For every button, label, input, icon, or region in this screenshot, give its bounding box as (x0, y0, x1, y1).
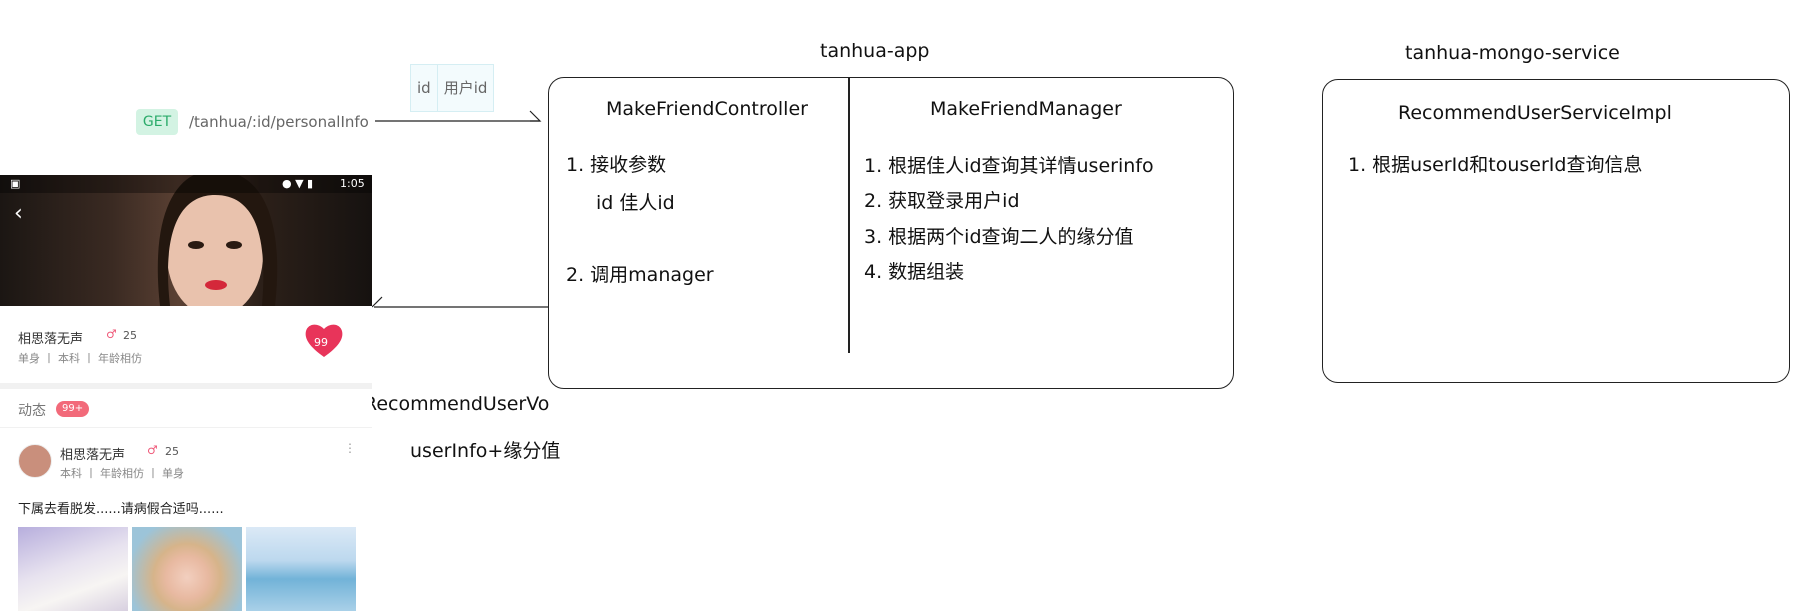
manager-step-1: 1. 根据佳人id查询其详情userinfo (864, 155, 1154, 177)
controller-step-1: 1. 接收参数 (566, 154, 667, 176)
profile-name: 相思落无声 (18, 332, 84, 347)
post-text: 下属去看脱发......请病假合适吗...... (18, 502, 224, 517)
notification-icon: ▣ (10, 177, 21, 190)
status-icons: ● ▼ ▮ (282, 177, 314, 190)
controller-title: MakeFriendController (606, 98, 808, 120)
post-image-2[interactable] (132, 527, 242, 611)
section-divider (0, 383, 372, 389)
app-box (548, 77, 1234, 389)
endpoint-path: /tanhua/:id/personalInfo (189, 113, 369, 131)
app-title: tanhua-app (820, 40, 930, 62)
manager-title: MakeFriendManager (930, 98, 1122, 120)
post-author-tags: 本科 丨 年龄相仿 丨 单身 (60, 467, 184, 480)
controller-step-param: id 佳人id (596, 192, 675, 214)
feed-title: 动态 (18, 403, 46, 419)
phone-screen: ▣ ● ▼ ▮ 1:05 ‹ 相思落无声 ♂ 25 单身 丨 本科 丨 年龄相仿… (0, 175, 372, 614)
param-name: id (411, 65, 437, 111)
profile-photo-art (157, 175, 278, 306)
manager-step-4: 4. 数据组装 (864, 261, 965, 283)
param-desc: 用户id (436, 65, 494, 111)
feed-count-badge: 99+ (56, 401, 90, 417)
heart-icon[interactable] (304, 321, 344, 359)
request-arrow-head (529, 110, 542, 122)
service-step-1: 1. 根据userId和touserId查询信息 (1348, 154, 1643, 176)
status-bar: ▣ ● ▼ ▮ 1:05 (0, 175, 372, 193)
manager-step-2: 2. 获取登录用户id (864, 190, 1020, 212)
avatar[interactable] (18, 444, 52, 478)
more-icon[interactable]: ⋮ (344, 441, 356, 455)
param-table: id 用户id (410, 64, 495, 112)
response-content: userInfo+缘分值 (410, 440, 561, 462)
response-arrow-head (371, 296, 383, 308)
status-time: 1:05 (340, 177, 365, 190)
response-type: RecommendUserVo (364, 393, 550, 415)
post-image-1[interactable] (18, 527, 128, 611)
service-box (1322, 79, 1790, 383)
profile-tags: 单身 丨 本科 丨 年龄相仿 (18, 352, 142, 365)
controller-step-2: 2. 调用manager (566, 264, 714, 286)
profile-photo (0, 175, 372, 306)
manager-step-3: 3. 根据两个id查询二人的缘分值 (864, 226, 1134, 248)
fate-score: 99 (314, 336, 328, 349)
post-image-3[interactable] (246, 527, 356, 611)
feed-divider (0, 427, 372, 428)
profile-age: 25 (123, 329, 137, 342)
post-author-age: 25 (165, 445, 179, 458)
service-title: tanhua-mongo-service (1405, 42, 1620, 64)
back-icon[interactable]: ‹ (14, 201, 23, 226)
app-box-divider (848, 78, 850, 353)
service-class-title: RecommendUserServiceImpl (1398, 102, 1672, 124)
post-author-name: 相思落无声 (60, 448, 126, 463)
gender-icon: ♂ (106, 327, 117, 341)
post-gender-icon: ♂ (147, 443, 158, 457)
http-method-badge: GET (136, 109, 178, 135)
